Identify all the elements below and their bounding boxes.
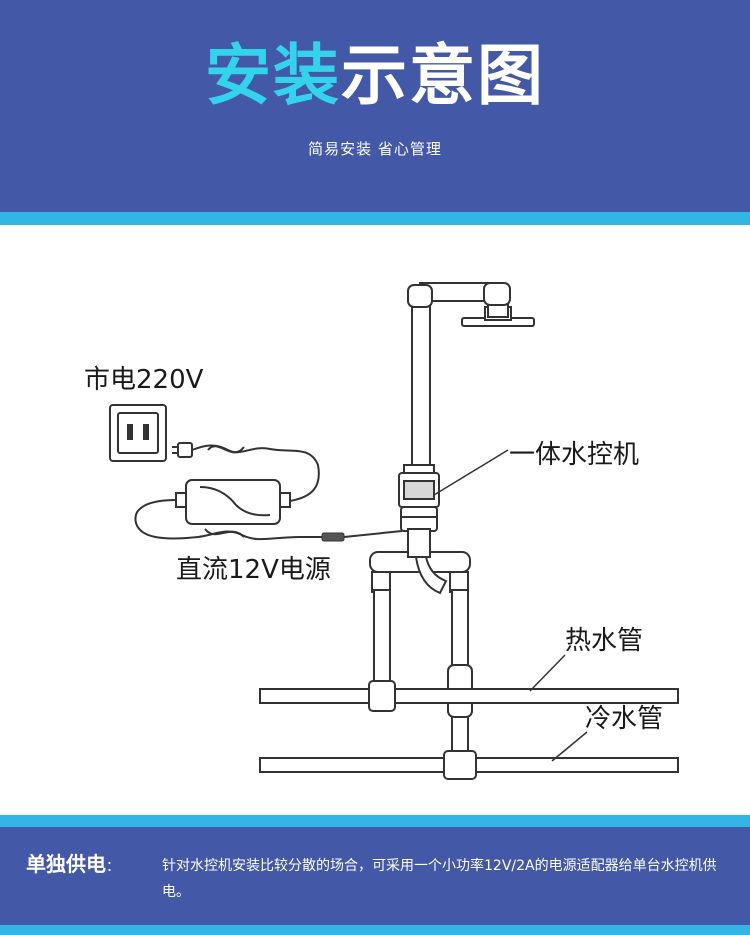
title-accent: 安装	[205, 37, 341, 114]
controller-leader-line	[433, 449, 509, 496]
installation-diagram	[109, 282, 679, 780]
shower-pipe	[407, 282, 511, 469]
dc-connector-icon	[321, 532, 345, 542]
power-adapter-icon	[175, 479, 291, 525]
footer-bottom-stripe	[0, 925, 750, 935]
title-rest: 示意图	[341, 37, 545, 114]
footer-heading-text: 单独供电	[26, 852, 106, 876]
water-controller-unit	[398, 464, 440, 532]
footer-heading: 单独供电：	[26, 848, 120, 877]
mixing-valve	[369, 528, 471, 595]
page-subtitle: 简易安装 省心管理	[308, 140, 442, 158]
mains-220v-label: 市电220V	[84, 365, 204, 395]
page-title: 安装示意图	[0, 36, 750, 116]
cold-pipe-label: 冷水管	[585, 704, 664, 734]
footer-panel	[0, 827, 750, 935]
power-cables	[134, 444, 403, 541]
wall-socket-icon	[109, 404, 167, 462]
footer-separator: ：	[106, 859, 120, 875]
hot-pipe-leader-line	[529, 654, 566, 692]
cold-water-pipe	[259, 750, 679, 780]
footer-description: 针对水控机安装比较分散的场合，可采用一个小功率12V/2A的电源适配器给单台水控…	[162, 858, 717, 900]
hot-water-pipe	[259, 680, 679, 712]
controller-label: 一体水控机	[509, 440, 640, 470]
header-banner	[0, 0, 750, 212]
header-stripe	[0, 212, 750, 225]
cold-pipe-leader-line	[551, 731, 588, 762]
hot-pipe-label: 热水管	[565, 626, 644, 656]
plug-icon	[172, 442, 193, 458]
footer-stripe	[0, 815, 750, 827]
dc-power-label: 直流12V电源	[176, 555, 331, 585]
supply-risers	[373, 589, 473, 766]
